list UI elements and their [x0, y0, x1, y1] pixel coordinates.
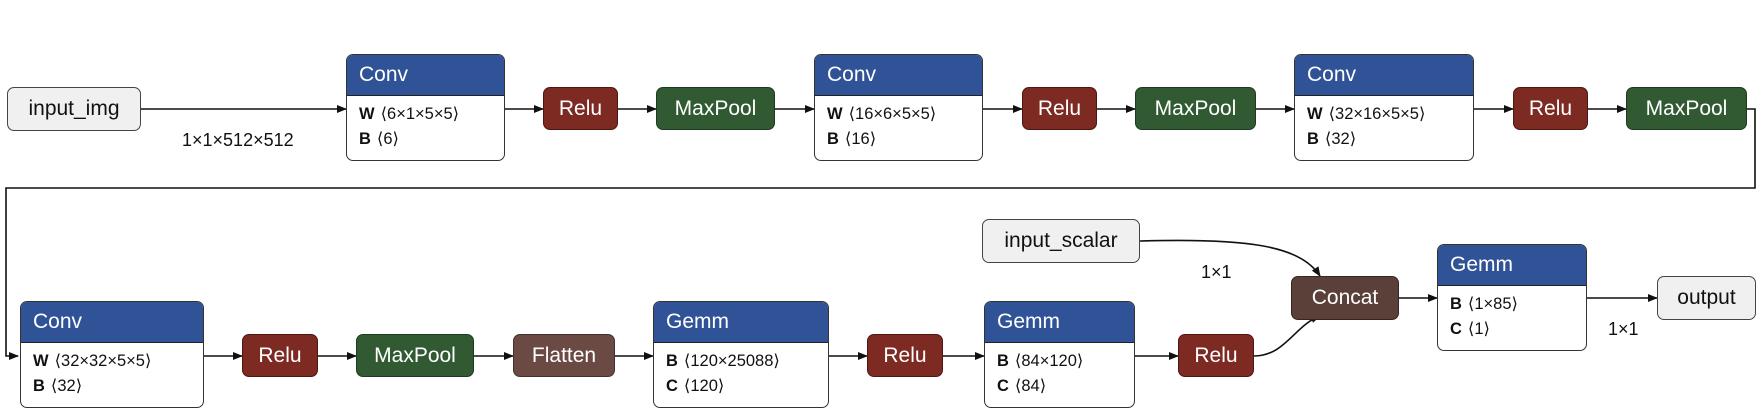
concat-node[interactable]: Concat	[1291, 276, 1399, 320]
gemm3-node[interactable]: Gemm B⟨1×85⟩ C⟨1⟩	[1437, 244, 1587, 351]
gemm2-row-c: C⟨84⟩	[997, 377, 1047, 395]
gemm3-row-c: C⟨1⟩	[1450, 320, 1490, 338]
conv2-title: Conv	[815, 55, 982, 96]
gemm1-title: Gemm	[654, 302, 828, 343]
conv1-row-b: B⟨6⟩	[359, 130, 399, 148]
output-node[interactable]: output	[1657, 276, 1756, 320]
conv4-row-b: B⟨32⟩	[33, 377, 83, 395]
gemm1-row-c: C⟨120⟩	[666, 377, 725, 395]
conv2-row-b: B⟨16⟩	[827, 130, 877, 148]
relu3-node[interactable]: Relu	[1513, 87, 1588, 130]
edge-label-input-img: 1×1×512×512	[182, 130, 294, 150]
maxpool1-node[interactable]: MaxPool	[656, 87, 775, 130]
gemm3-row-b: B⟨1×85⟩	[1450, 295, 1518, 313]
edge-label-output: 1×1	[1608, 319, 1639, 339]
gemm2-row-b: B⟨84×120⟩	[997, 352, 1084, 370]
gemm1-row-b: B⟨120×25088⟩	[666, 352, 780, 370]
conv4-title: Conv	[21, 302, 203, 343]
edge-scalar-concat	[1139, 239, 1321, 277]
conv1-title: Conv	[347, 55, 504, 96]
relu5-node[interactable]: Relu	[867, 334, 943, 377]
relu6-node[interactable]: Relu	[1178, 334, 1254, 377]
conv4-row-w: W⟨32×32×5×5⟩	[33, 352, 152, 370]
gemm2-node[interactable]: Gemm B⟨84×120⟩ C⟨84⟩	[984, 301, 1135, 408]
edge-pool3-conv4	[5, 108, 1756, 360]
conv3-title: Conv	[1295, 55, 1473, 96]
maxpool2-node[interactable]: MaxPool	[1135, 87, 1256, 130]
conv2-node[interactable]: Conv W⟨16×6×5×5⟩ B⟨16⟩	[814, 54, 983, 161]
gemm2-title: Gemm	[985, 302, 1134, 343]
gemm3-title: Gemm	[1438, 245, 1586, 286]
relu4-node[interactable]: Relu	[242, 334, 318, 377]
conv1-row-w: W⟨6×1×5×5⟩	[359, 105, 460, 123]
conv4-node[interactable]: Conv W⟨32×32×5×5⟩ B⟨32⟩	[20, 301, 204, 408]
conv3-node[interactable]: Conv W⟨32×16×5×5⟩ B⟨32⟩	[1294, 54, 1474, 161]
maxpool4-node[interactable]: MaxPool	[356, 334, 474, 377]
maxpool3-node[interactable]: MaxPool	[1626, 87, 1747, 130]
input-scalar-node[interactable]: input_scalar	[982, 219, 1140, 263]
conv3-row-b: B⟨32⟩	[1307, 130, 1357, 148]
conv1-node[interactable]: Conv W⟨6×1×5×5⟩ B⟨6⟩	[346, 54, 505, 161]
edge-label-input-scalar: 1×1	[1201, 262, 1232, 282]
conv2-row-w: W⟨16×6×5×5⟩	[827, 105, 937, 123]
flatten-node[interactable]: Flatten	[513, 334, 615, 377]
conv3-row-w: W⟨32×16×5×5⟩	[1307, 105, 1426, 123]
edge-relu6-concat	[1253, 315, 1321, 357]
relu1-node[interactable]: Relu	[543, 87, 618, 130]
input-img-node[interactable]: input_img	[7, 87, 141, 131]
relu2-node[interactable]: Relu	[1022, 87, 1097, 130]
gemm1-node[interactable]: Gemm B⟨120×25088⟩ C⟨120⟩	[653, 301, 829, 408]
